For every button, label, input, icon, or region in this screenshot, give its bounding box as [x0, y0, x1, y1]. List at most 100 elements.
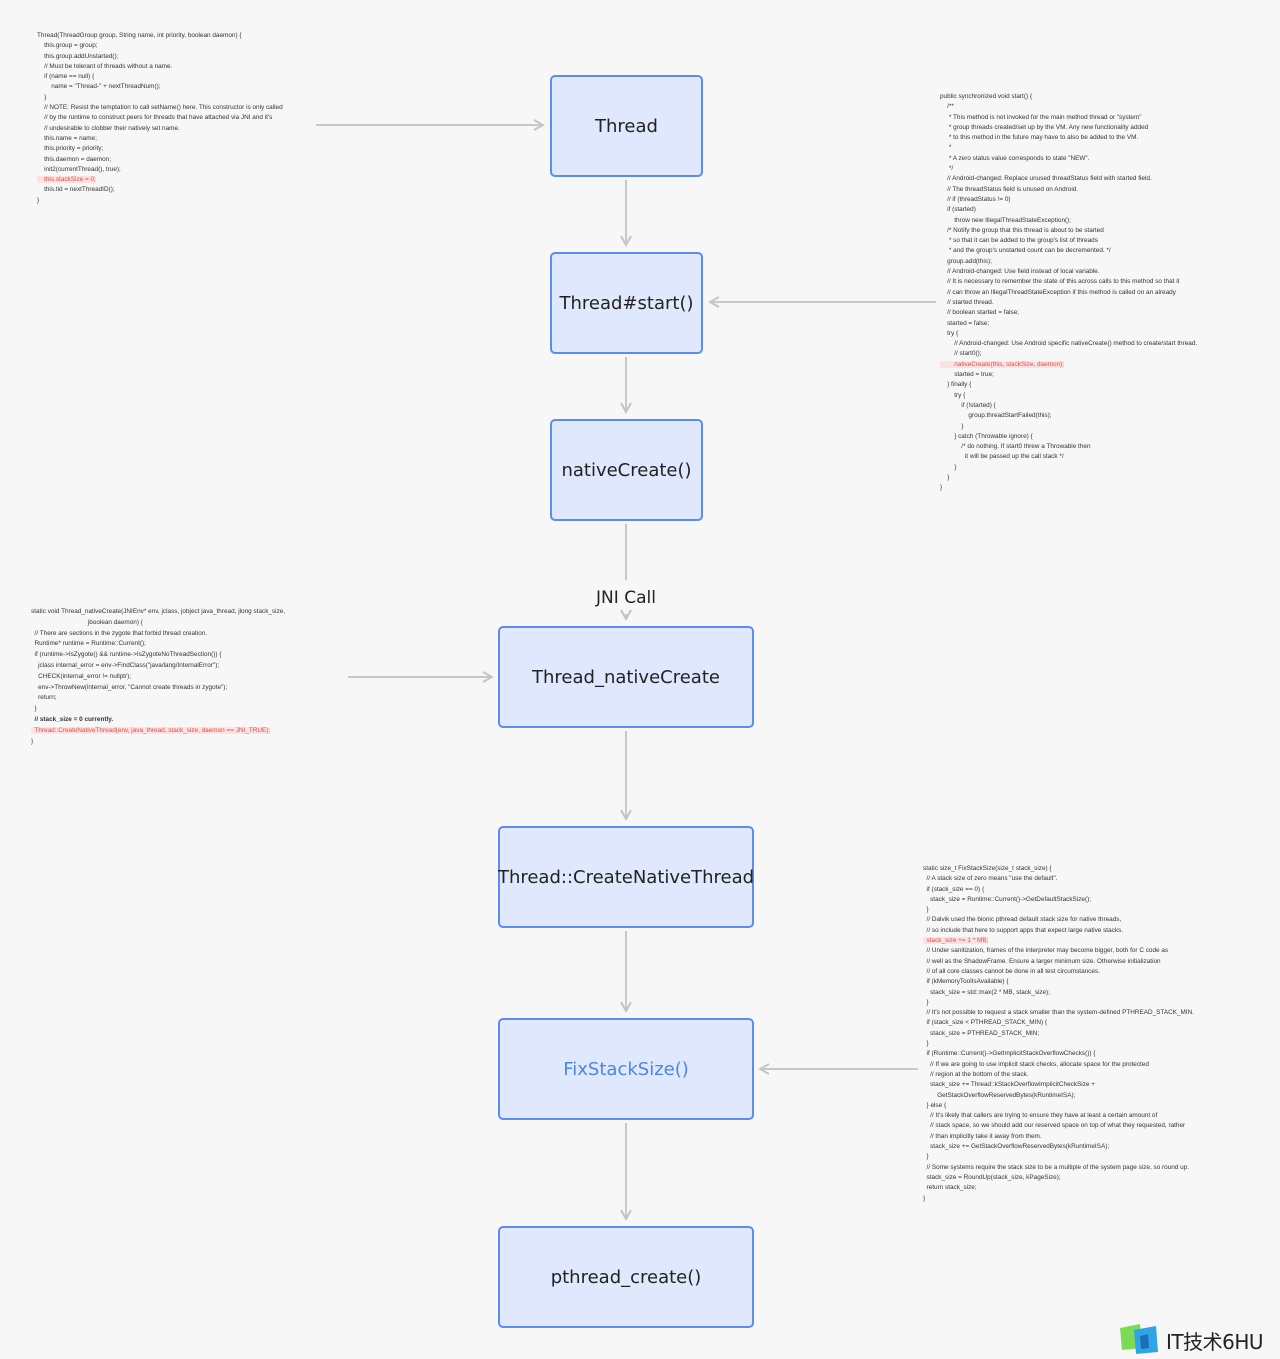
code-line: return;	[31, 694, 57, 702]
code-line: if (started)	[940, 206, 976, 214]
code-line: // undesirable to clobber their natively…	[37, 124, 180, 132]
code-line: started = true;	[940, 371, 994, 379]
node-create-native-thread-label: Thread::CreateNativeThread	[497, 866, 755, 888]
code-line: }	[923, 1153, 929, 1161]
code-line: // Android-changed: Replace unused threa…	[940, 175, 1152, 183]
code-line: // Must be tolerant of threads without a…	[37, 62, 173, 70]
code-line: // region at the bottom of the stack.	[923, 1070, 1029, 1078]
code-line: if (runtime->IsZygote() && runtime->IsZy…	[31, 651, 222, 659]
code-line: jclass internal_error = env->FindClass("…	[31, 661, 220, 669]
code-line: // well as the ShadowFrame. Ensure a lar…	[923, 957, 1161, 965]
code-line: // The threadStatus field is unused on A…	[940, 185, 1079, 193]
code-line: env->ThrowNew(internal_error, "Cannot cr…	[31, 683, 228, 691]
node-fix-stack-size: FixStackSize()	[498, 1018, 754, 1120]
code-line: static void Thread_nativeCreate(JNIEnv* …	[31, 608, 286, 615]
code-line: // started thread.	[940, 298, 994, 306]
code-line: name = "Thread-" + nextThreadNum();	[37, 83, 161, 91]
code-line: if (Runtime::Current()->GetImplicitStack…	[923, 1050, 1096, 1058]
jni-call-label: JNI Call	[596, 588, 656, 608]
code-line: }	[940, 473, 950, 481]
code-line: stack_size = std::max(2 * MB, stack_size…	[923, 988, 1050, 996]
code-fix-stack-size: static size_t FixStackSize(size_t stack_…	[923, 864, 1194, 1204]
code-line: } catch (Throwable ignore) {	[940, 432, 1033, 440]
code-line: // Dalvik used the bionic pthread defaul…	[923, 916, 1122, 924]
code-line: static size_t FixStackSize(size_t stack_…	[923, 865, 1052, 872]
code-line: * to this method in the future may have …	[940, 134, 1139, 142]
code-line: Thread(ThreadGroup group, String name, i…	[37, 32, 242, 39]
code-line: public synchronized void start() {	[940, 93, 1032, 100]
code-line: if (!started) {	[940, 401, 996, 409]
code-line: // Android-changed: Use Android specific…	[940, 340, 1198, 348]
node-thread-native-create-label: Thread_nativeCreate	[532, 666, 720, 688]
node-thread: Thread	[550, 75, 703, 177]
code-line: it will be passed up the call stack */	[940, 453, 1064, 461]
code-line: }	[940, 463, 957, 471]
code-line: }	[940, 422, 964, 430]
code-line: } else {	[923, 1101, 947, 1109]
node-pthread-create-label: pthread_create()	[550, 1266, 702, 1288]
code-line: group.threadStartFailed(this);	[940, 412, 1052, 420]
code-line: stack_size = Runtime::Current()->GetDefa…	[923, 895, 1091, 903]
logo-icon	[1120, 1324, 1158, 1354]
code-thread-native-create: static void Thread_nativeCreate(JNIEnv* …	[31, 607, 285, 747]
code-line: }	[37, 93, 47, 101]
code-line: if (kMemoryToolIsAvailable) {	[923, 978, 1009, 986]
code-line: // NOTE: Resist the temptation to call s…	[37, 104, 283, 112]
code-line: stack_size = RoundUp(stack_size, kPageSi…	[923, 1173, 1061, 1181]
node-fix-stack-size-label: FixStackSize()	[563, 1058, 689, 1080]
code-line: // Under sanitization, frames of the int…	[923, 947, 1169, 955]
code-line: * A zero status value corresponds to sta…	[940, 154, 1090, 162]
code-line: try {	[940, 391, 966, 399]
code-line: this.tid = nextThreadID();	[37, 186, 115, 194]
code-line-highlight: this.stackSize = 0;	[37, 176, 96, 184]
code-line: * so that it can be added to the group's…	[940, 237, 1098, 245]
code-line: // stack space, so we should add our res…	[923, 1122, 1186, 1130]
code-line: // if (threadStatus != 0)	[940, 195, 1011, 203]
code-line: * group threads created/set up by the VM…	[940, 123, 1149, 131]
code-line: this.group.addUnstarted();	[37, 52, 119, 60]
code-line: init2(currentThread(), true);	[37, 165, 121, 173]
code-line: Runtime* runtime = Runtime::Current();	[31, 640, 146, 648]
code-line: /* do nothing. If start0 threw a Throwab…	[940, 443, 1091, 451]
node-thread-native-create: Thread_nativeCreate	[498, 626, 754, 728]
code-line: jboolean daemon) {	[31, 618, 143, 626]
code-thread-constructor: Thread(ThreadGroup group, String name, i…	[37, 31, 283, 206]
code-line: if (name == null) {	[37, 73, 95, 81]
code-line: // can throw an IllegalThreadStateExcept…	[940, 288, 1176, 296]
code-line: throw new IllegalThreadStateException();	[940, 216, 1072, 224]
code-line: // start0();	[940, 350, 982, 358]
node-native-create: nativeCreate()	[550, 419, 703, 521]
code-line: stack_size = PTHREAD_STACK_MIN;	[923, 1029, 1040, 1037]
code-line: // Android-changed: Use field instead of…	[940, 268, 1100, 276]
code-line: return stack_size;	[923, 1184, 977, 1192]
logo-text: IT技术6HU	[1166, 1330, 1264, 1354]
node-thread-label: Thread	[595, 115, 658, 137]
code-line: started = false;	[940, 319, 990, 327]
node-native-create-label: nativeCreate()	[561, 459, 692, 481]
code-line: // boolean started = false;	[940, 309, 1020, 317]
code-line: }	[923, 906, 929, 914]
code-line: // stack_size = 0 currently.	[31, 715, 114, 723]
code-line: }	[923, 1194, 926, 1202]
node-create-native-thread: Thread::CreateNativeThread	[498, 826, 754, 928]
code-line: stack_size += GetStackOverflowReservedBy…	[923, 1143, 1110, 1151]
code-line: *	[940, 144, 952, 152]
code-thread-start: public synchronized void start() { /** *…	[940, 92, 1197, 494]
code-line: // by the runtime to construct peers for…	[37, 114, 273, 122]
code-line: * This method is not invoked for the mai…	[940, 113, 1142, 121]
code-line-highlight: Thread::CreateNativeThread(env, java_thr…	[31, 726, 271, 734]
code-line: }	[37, 196, 40, 204]
node-pthread-create: pthread_create()	[498, 1226, 754, 1328]
code-line: // than implicitly take it away from the…	[923, 1132, 1042, 1140]
code-line: } finally {	[940, 381, 972, 389]
code-line: this.name = name;	[37, 134, 97, 142]
code-line: /* Notify the group that this thread is …	[940, 226, 1104, 234]
code-line: }	[31, 737, 34, 745]
code-line: // Some systems require the stack size t…	[923, 1163, 1190, 1171]
code-line: // If we are going to use implicit stack…	[923, 1060, 1149, 1068]
code-line: this.daemon = daemon;	[37, 155, 112, 163]
site-logo: IT技术6HU	[1118, 1322, 1278, 1356]
code-line: // It's likely that callers are trying t…	[923, 1112, 1158, 1120]
code-line: if (stack_size < PTHREAD_STACK_MIN) {	[923, 1019, 1047, 1027]
